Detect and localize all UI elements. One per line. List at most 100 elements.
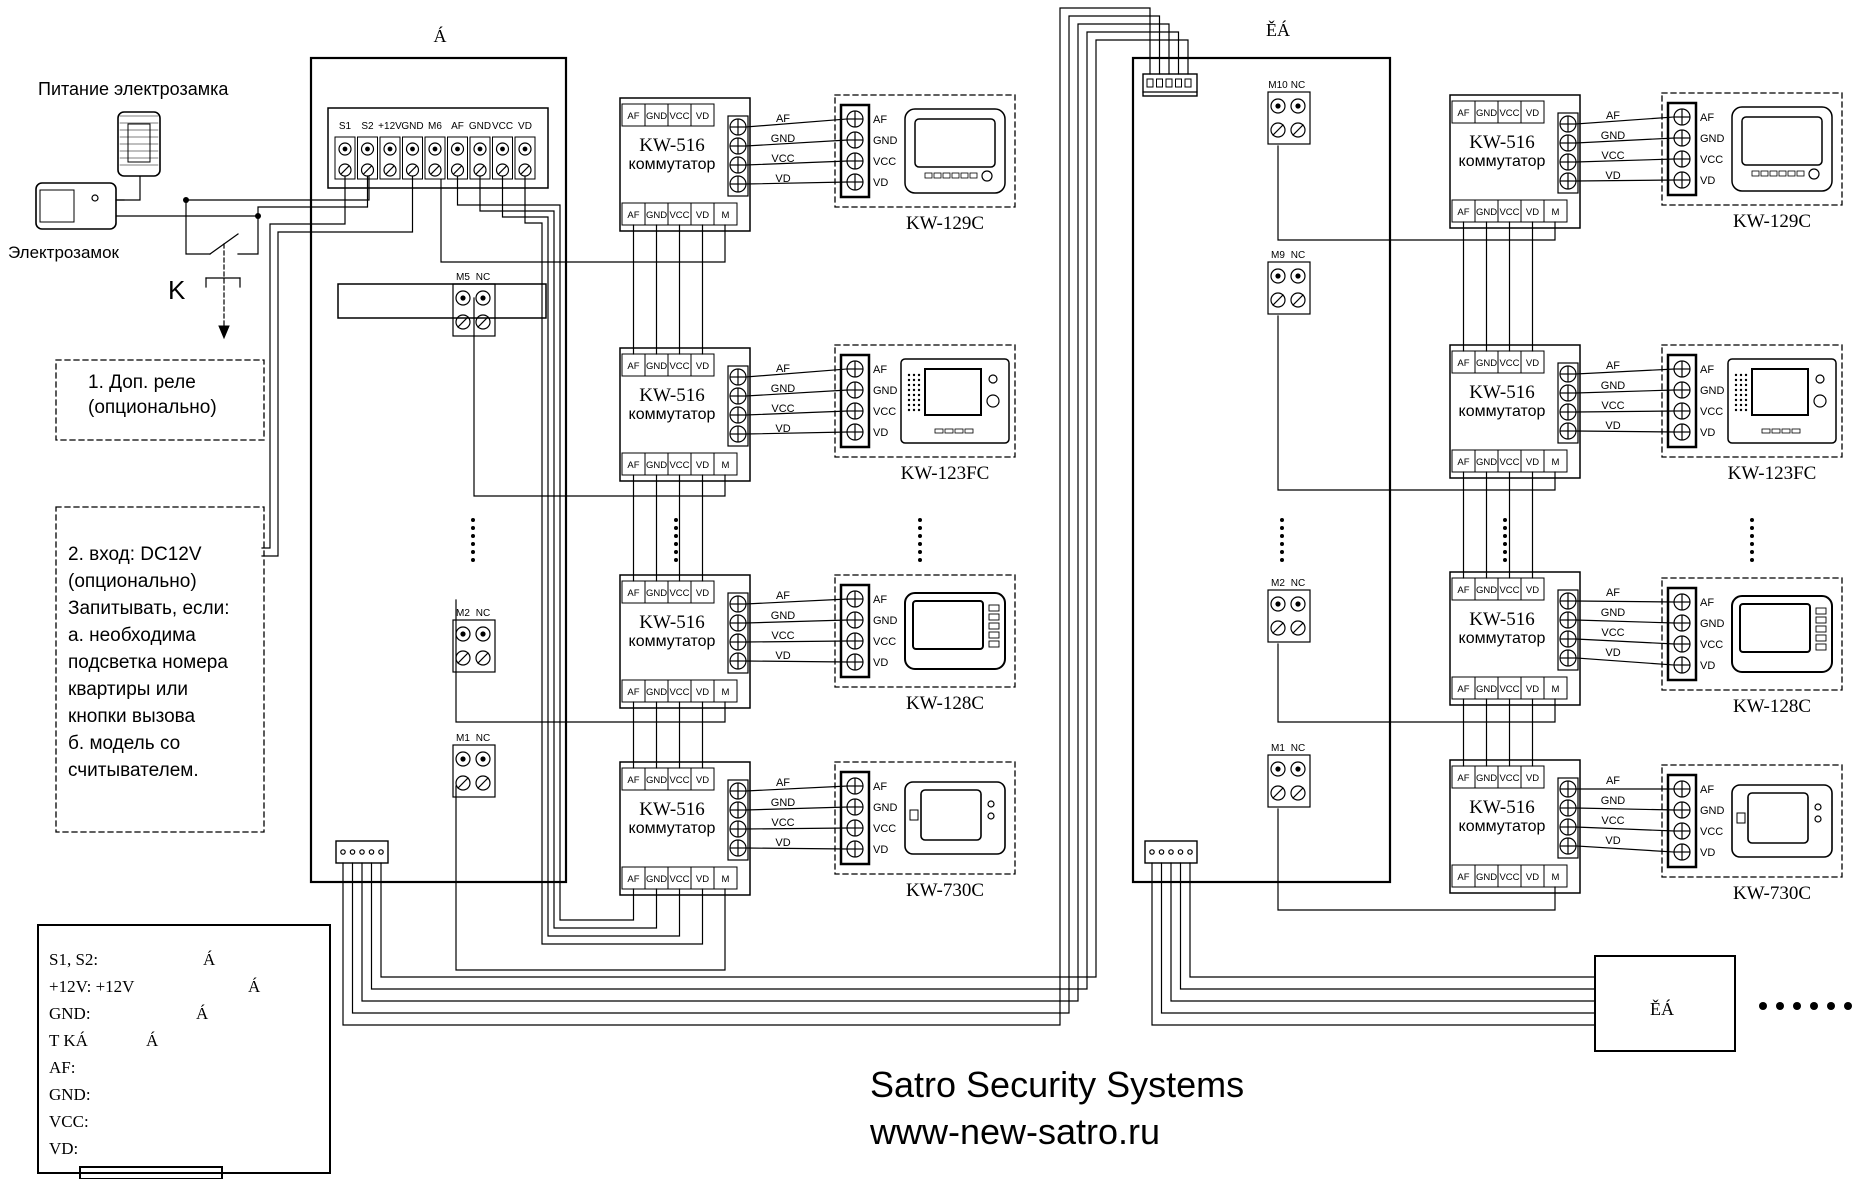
monitor-right-1-term-label: GND [1700,133,1725,145]
switch-left-2-top-label: GND [646,361,667,372]
monitor-left-1-term-label: AF [873,114,887,126]
relay-right-m2-screw-m-dot [1275,601,1281,607]
wire-lock-s2 [115,176,369,217]
wire-panel-to-bus-0 [456,176,635,921]
monitor-right-4-dashed-frame [1661,764,1843,878]
monitor-right-2-term-screw [1673,381,1691,399]
monitor-right-4-term-label: VCC [1700,826,1723,838]
monitor-right-2-speaker-dot [1734,388,1738,392]
sw-mon-right-4-wire-label: VD [1605,835,1620,847]
switch-right-3-top-label: VCC [1499,585,1519,596]
relay-right-m9-m-label: M9 [1271,250,1285,261]
relay-left-m5-screw-nc2 [475,314,491,330]
switch-left-4-side-screw [729,801,747,819]
monitor-right-2-term-label: VCC [1700,406,1723,418]
switch-left-4-subtitle: коммутатор [629,820,716,837]
switch-right-2-side-column [1557,362,1579,444]
terminal-screw-top [450,142,465,156]
monitor-right-2-speaker-dot [1739,403,1743,407]
monitor-left-4-term-screw [846,840,864,858]
left-panel-box [309,56,568,884]
monitor-right-1-term-label: VCC [1700,154,1723,166]
ellipsis-right-monitor [1750,526,1754,530]
sw-mon-left-3-wire [745,619,848,624]
switch-left-2-side-screw [729,387,747,405]
switch-right-4-top-label: GND [1476,773,1497,784]
sw-mon-left-3-wire-label: AF [776,590,790,602]
ellipsis-right-panel [1280,558,1284,562]
relay-right-m2-screw-m2 [1270,620,1286,636]
switch-left-3-top-cell [690,580,715,604]
monitor-right-3-term-screw [1673,656,1691,674]
switch-right-4-bottom-label: M [1552,872,1560,883]
sw-mon-left-3-wire [745,598,848,605]
relay-right-m1-nc-label: NC [1291,743,1305,754]
relay-right-m10-screw-m [1270,98,1286,114]
ellipsis-right-panel [1280,534,1284,538]
k-label: K [168,275,186,305]
monitor-left-3-term-screw [846,653,864,671]
monitor-right-4-model-label: KW-730C [1733,883,1811,904]
terminal-screw-slot [452,165,463,175]
connector-right-top-pin [1156,78,1163,88]
monitor-left-2-speaker-dot [917,388,921,392]
monitor-left-2-speaker-dot [917,378,921,382]
switch-left-1-bottom-label: M [722,210,730,221]
switch-right-3-side-screw [1559,611,1577,629]
switch-left-2-subtitle: коммутатор [629,406,716,423]
relay-right-m10-slot-m [1272,124,1284,136]
switch-left-1-bottom-label: VCC [669,210,689,221]
switch-right-2-top-label: VCC [1499,358,1519,369]
monitor-left-4-term-block [839,770,871,866]
connector-right-bottom-pin [1187,849,1193,855]
monitor-left-2-speaker-dot [917,393,921,397]
monitor-right-4-term-screw [1673,822,1691,840]
ellipsis-right-switch [1503,518,1507,522]
legend-bottom-tab [79,1166,223,1179]
monitor-left-2-speaker-dot [912,398,916,402]
relay-left-m5-screw-m [455,290,471,306]
note2-line: б. модель со [68,733,180,754]
monitor-right-2-speaker-dot [1744,373,1748,377]
ellipsis-left-monitor [918,542,922,546]
ellipsis-right-panel [1280,542,1284,546]
legend-key: GND: [49,1004,91,1023]
terminal-screw-dot [410,146,415,152]
connector-right-top-pin [1165,78,1173,88]
monitor-right-2-term-screw [1673,402,1691,420]
monitor-left-2-button [954,428,964,434]
connector-right-bottom-pin [1177,849,1184,855]
sw-mon-right-2-wire [1575,368,1675,375]
switch-right-2-bottom-cell [1543,449,1568,473]
relay-right-m2-nc-label: NC [1291,578,1305,589]
monitor-right-1-button [1760,170,1769,177]
relay-right-m9-screw-nc-dot [1295,273,1301,279]
switch-right-4-bottom-label: VD [1526,872,1539,883]
ellipsis-right-switch [1503,534,1507,538]
sw-mon-right-1-wire [1575,116,1675,125]
terminal-screw-top [383,142,397,156]
relay-right-m1-screw-m [1270,761,1286,777]
switch-right-4-top-label: VD [1526,773,1539,784]
terminal-screw-slot [430,165,440,175]
monitor-right-2-speaker-dot [1744,393,1748,397]
switch-right-4-side-column [1557,777,1579,859]
note2-line: а. необходима [68,625,196,646]
sw-mon-left-4-wire-label: VCC [771,817,794,829]
ellipsis-left-panel [471,550,475,554]
sw-mon-right-3-wire [1575,619,1675,624]
legend-value: Á [248,977,261,996]
note2-line: считывателем. [68,760,199,781]
sw-mon-right-2-wire-label: VCC [1601,400,1624,412]
switch-right-1-bottom-label: GND [1476,207,1497,218]
monitor-right-2-speaker-dot [1734,383,1738,387]
monitor-left-2-term-block [839,353,871,449]
ellipsis-left-switch [674,558,678,562]
left-inner-bar [337,283,547,319]
wires-layer [115,7,1675,1026]
monitor-left-2-term-screw [846,360,864,378]
monitor-right-3-model-label: KW-128C [1733,696,1811,717]
monitor-left-1-dashed-frame [834,94,1016,208]
switch-left-3-bottom-label: AF [627,687,639,698]
monitor-right-3-term-screw [1673,635,1691,653]
